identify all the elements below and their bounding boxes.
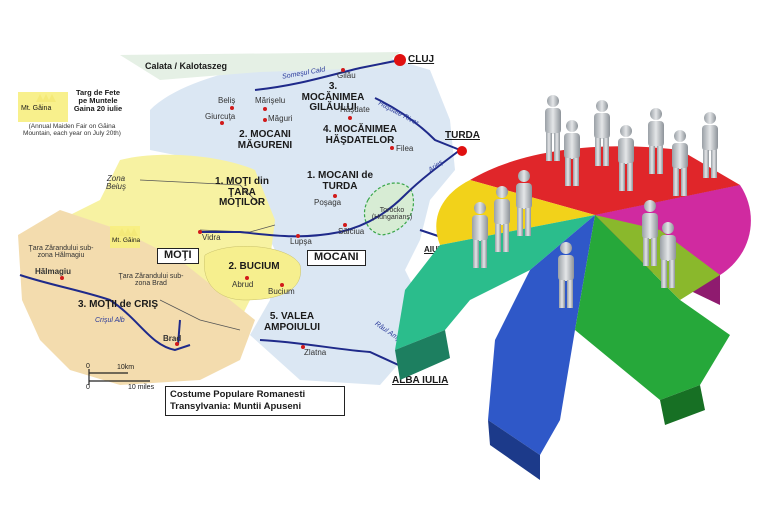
legend-title: Targ de Fete pe Muntele Gaina 20 iulie (73, 88, 123, 113)
town-hasdate: Hăşdate (340, 105, 370, 114)
town-giurcuta: Giurcuţa (205, 112, 236, 121)
town-halmagiu: Hălmagiu (35, 267, 72, 276)
zone-beius: Zona Beiuş (105, 174, 126, 192)
map-title-line1: Costume Populare Romanesti (170, 389, 306, 400)
town-salciua: Sălciua (338, 227, 365, 236)
city-turda: TURDA (445, 130, 480, 141)
city-alba-iulia: ALBA IULIA (392, 375, 449, 386)
town-vidra: Vidra (202, 233, 221, 242)
scale-km: 10km (117, 364, 135, 371)
town-markers (60, 68, 394, 349)
river-crisul-alb: Crişul Alb (95, 317, 125, 324)
map-title-line2: Transylvania: Muntii Apuseni (170, 400, 302, 412)
rivers (19, 59, 461, 369)
town-filea: Filea (396, 144, 414, 153)
town-gilau: Gilău (337, 71, 356, 80)
zone-tara-zarandului-halmagiu: Ţara Zărandului sub-zona Hălmagiu (28, 245, 94, 260)
cris-area (18, 210, 255, 385)
person-figure (594, 100, 610, 166)
scale-miles: 10 miles (128, 384, 155, 391)
legend-note: (Annual Maiden Fair on Găina Mountain, e… (23, 123, 121, 137)
person-figure (516, 170, 532, 236)
person-figure (545, 95, 561, 161)
person-figure (672, 130, 688, 196)
region-mocanimea-hasdatelor: 4. MOCĂNIMEA HĂŞDATELOR (323, 124, 397, 146)
bucium-area (203, 246, 301, 301)
town-belis: Beliş (218, 96, 236, 105)
pie-arrow-green (575, 215, 730, 400)
mocani-area (150, 55, 455, 385)
city-cluj: CLUJ (408, 54, 435, 65)
region-mocani-magureni: 2. MOCANI MĂGURENI (237, 129, 293, 151)
person-figure (472, 202, 488, 268)
pie-arrow-lime (595, 215, 720, 300)
zone-torocko: Torocko (Hungarians) (371, 207, 413, 222)
town-abrud: Abrud (232, 280, 254, 289)
town-maguri: Măguri (268, 114, 293, 123)
person-figure (642, 200, 658, 266)
person-figure (564, 120, 580, 186)
town-posaga: Poşaga (314, 198, 342, 207)
town-zlatna: Zlatna (304, 348, 327, 357)
map-title-box: Costume Populare Romanesti Transylvania:… (165, 386, 345, 416)
person-figure (702, 112, 718, 178)
mocani-label: MOCANI (307, 250, 366, 266)
zone-tara-zarandului-brad: Ţara Zărandului sub-zona Brad (118, 273, 184, 288)
region-mocanimea-gilaului: 3. MOCĂNIMEA GILĂULUI (301, 81, 365, 113)
second-mountain-label: Mt. Găina (112, 237, 141, 244)
region-motii-de-cris: 3. MOŢII de CRIŞ (77, 299, 158, 310)
top-region-label: Calata / Kalotaszeg (145, 61, 228, 71)
city-aiud: AIUD (424, 245, 444, 254)
town-mariselu: Mărişelu (255, 96, 286, 105)
town-lupsa: Lupşa (290, 237, 312, 246)
legend-icon-label: Mt. Găina (21, 105, 52, 112)
scale-zero: 0 (86, 363, 90, 370)
region-mocani-de-turda: 1. MOCANI de TURDA (306, 170, 374, 192)
scale-zero-miles: 0 (86, 384, 90, 391)
moti-label: MOŢI (157, 248, 199, 264)
person-figure (558, 242, 574, 308)
region-bucium: 2. BUCIUM (228, 261, 280, 272)
scale-bar (88, 369, 150, 385)
region-valea-ampoiului: 5. VALEA AMPOIULUI (263, 311, 321, 333)
region-moti-tara-motilor: 1. MOŢI din ŢARA MOŢILOR (215, 176, 269, 208)
person-figure (618, 125, 634, 191)
person-figure (660, 222, 676, 288)
town-bucium: Bucium (268, 287, 295, 296)
pie-arrow-teal (395, 215, 595, 350)
person-figure (494, 186, 510, 252)
town-brad: Brad (163, 334, 182, 343)
calata-area (120, 52, 400, 80)
person-figure (648, 108, 664, 174)
